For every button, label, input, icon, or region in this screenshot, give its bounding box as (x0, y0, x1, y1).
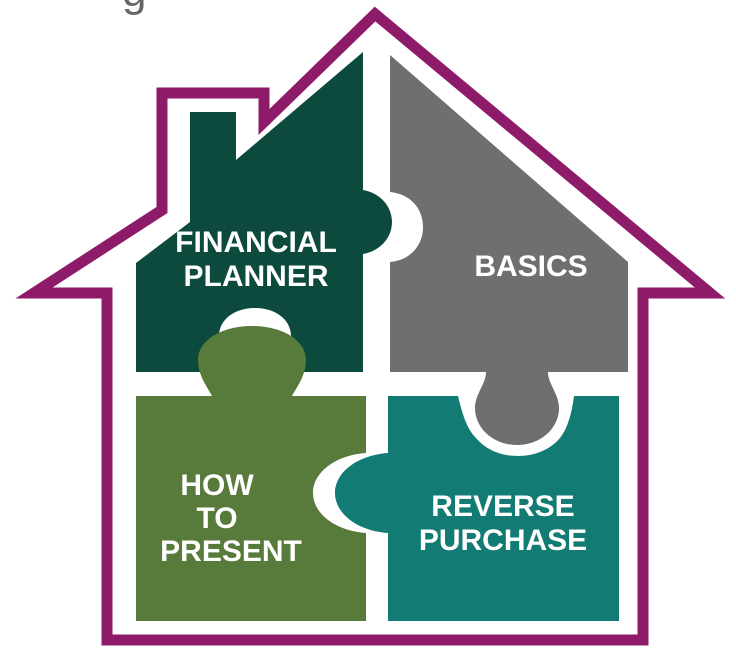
puzzle-piece-how-to-present (136, 326, 366, 621)
label-reverse-purchase-line1: REVERSE (431, 490, 574, 523)
label-financial-planner-line2: PLANNER (183, 260, 328, 293)
label-financial-planner-line1: FINANCIAL (175, 226, 337, 259)
label-basics: BASICS (474, 250, 587, 283)
label-reverse-purchase-line2: PURCHASE (419, 524, 587, 557)
puzzle-piece-reverse-purchase (335, 396, 619, 621)
puzzle-piece-financial-planner (136, 52, 392, 372)
label-how-to-present-line3: PRESENT (160, 535, 302, 568)
label-how-to-present-line2: TO (196, 502, 237, 535)
house-outline (15, 6, 726, 646)
puzzle-piece-basics (390, 55, 628, 445)
label-how-to-present-line1: HOW (180, 469, 254, 502)
cropped-title-text: g (122, 0, 146, 16)
